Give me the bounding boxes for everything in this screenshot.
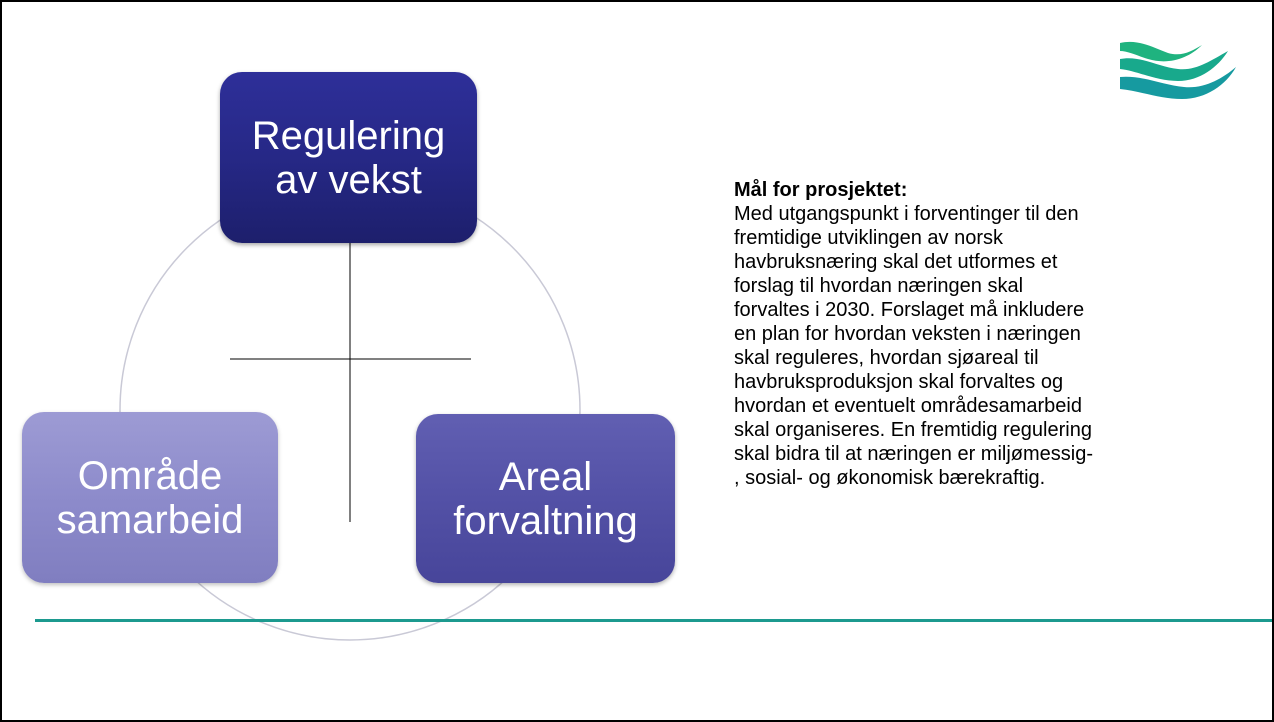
box-top-line2: av vekst <box>275 157 422 202</box>
box-areal-forvaltning: Areal forvaltning <box>416 414 675 583</box>
bottom-accent-line <box>35 619 1272 622</box>
project-goal-panel: Mål for prosjektet: Med utgangspunkt i f… <box>734 178 1154 490</box>
project-goal-body: Med utgangspunkt i forventinger til den … <box>734 203 1094 489</box>
project-goal-heading: Mål for prosjektet: <box>734 179 908 201</box>
box-left-line1: Område <box>77 453 223 498</box>
box-top-line1: Regulering <box>251 113 446 158</box>
wave-logo-icon <box>1120 41 1236 99</box>
box-right-line1: Areal <box>498 454 593 499</box>
box-right-line2: forvaltning <box>453 498 638 543</box>
box-left-line2: samarbeid <box>56 497 244 542</box>
box-regulering-av-vekst: Regulering av vekst <box>220 72 477 243</box>
box-omrade-samarbeid: Område samarbeid <box>22 412 278 583</box>
